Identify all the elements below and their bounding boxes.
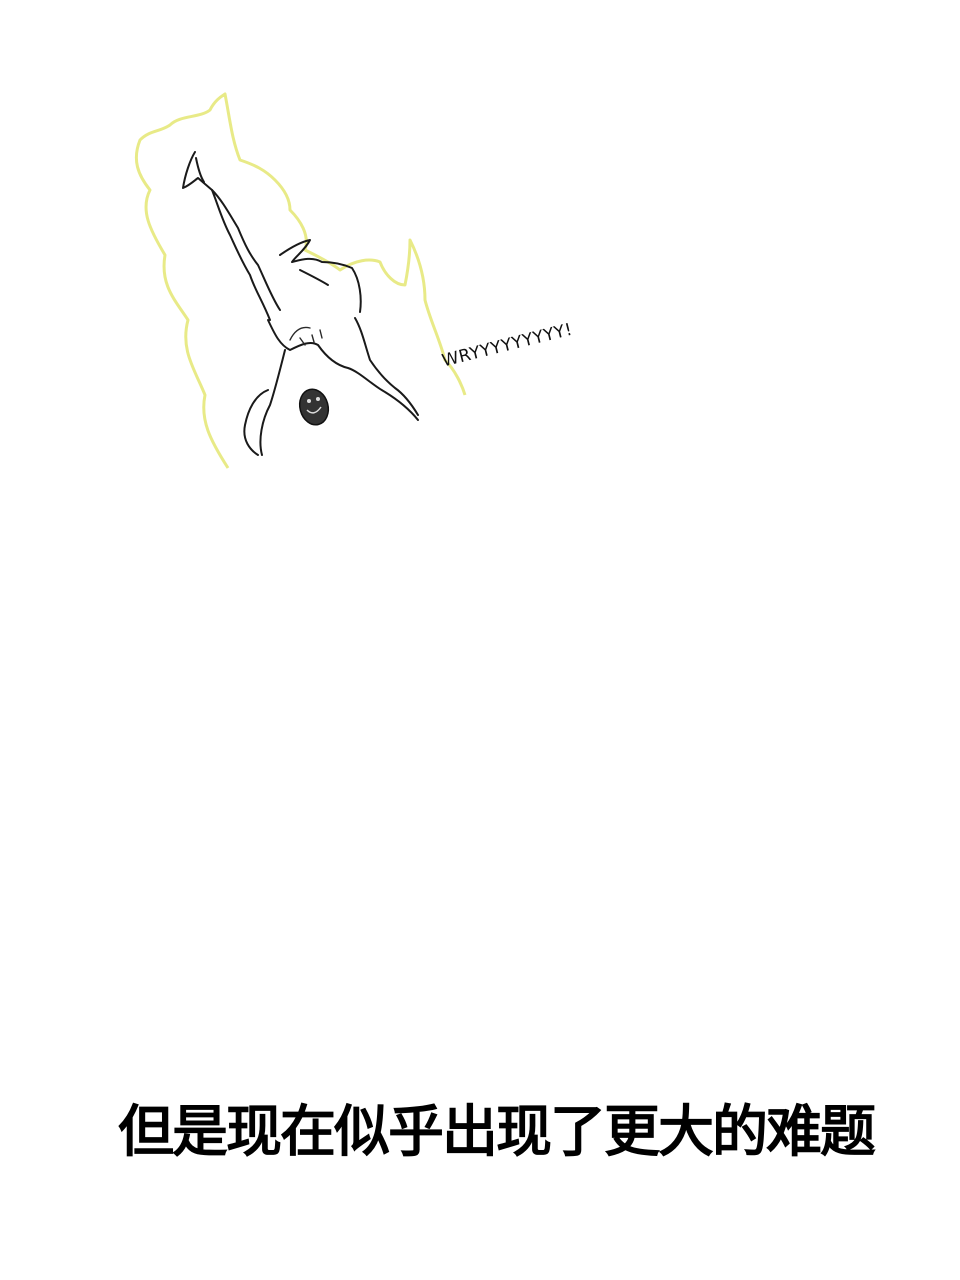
caption-text: 但是现在似乎出现了更大的难题 [118, 1100, 876, 1165]
smiley-face [298, 388, 330, 426]
aura-glow [134, 92, 467, 469]
aura-powered-figure [182, 151, 419, 456]
